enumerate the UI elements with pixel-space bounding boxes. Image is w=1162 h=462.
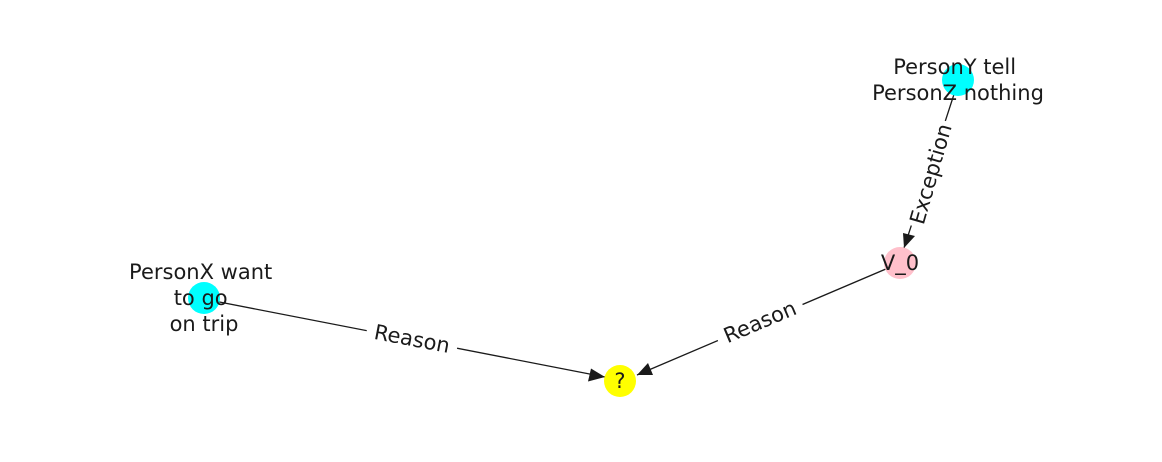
- arrow-head: [903, 233, 915, 248]
- arrow-head: [637, 363, 653, 375]
- edge-label: Exception: [905, 121, 957, 227]
- edge-personx-to-query: Reason: [203, 298, 606, 382]
- node-circle: [884, 247, 916, 279]
- edge-label-bg: [899, 116, 963, 232]
- edge-label-bg: [363, 312, 461, 366]
- node-persony: PersonY tell PersonZ nothing: [872, 55, 1044, 105]
- edge-label-bg: [710, 287, 810, 357]
- node-query: ?: [604, 365, 636, 397]
- node-label: V_0: [881, 251, 919, 276]
- nodes-layer: PersonX want to go on trip PersonY tell …: [129, 55, 1044, 397]
- arrow-head: [588, 368, 605, 382]
- node-label: ?: [614, 369, 625, 393]
- edges-layer: Reason Reason Exception: [203, 81, 963, 382]
- node-label: PersonX want to go on trip: [129, 260, 279, 336]
- node-circle: [188, 282, 220, 314]
- edge-persony-to-v0: Exception: [899, 81, 963, 249]
- node-v0: V_0: [881, 247, 919, 279]
- node-circle: [604, 365, 636, 397]
- node-circle: [942, 64, 974, 96]
- edge-v0-to-query: Reason: [636, 262, 901, 376]
- node-personx: PersonX want to go on trip: [129, 260, 279, 336]
- node-label: PersonY tell PersonZ nothing: [872, 55, 1044, 105]
